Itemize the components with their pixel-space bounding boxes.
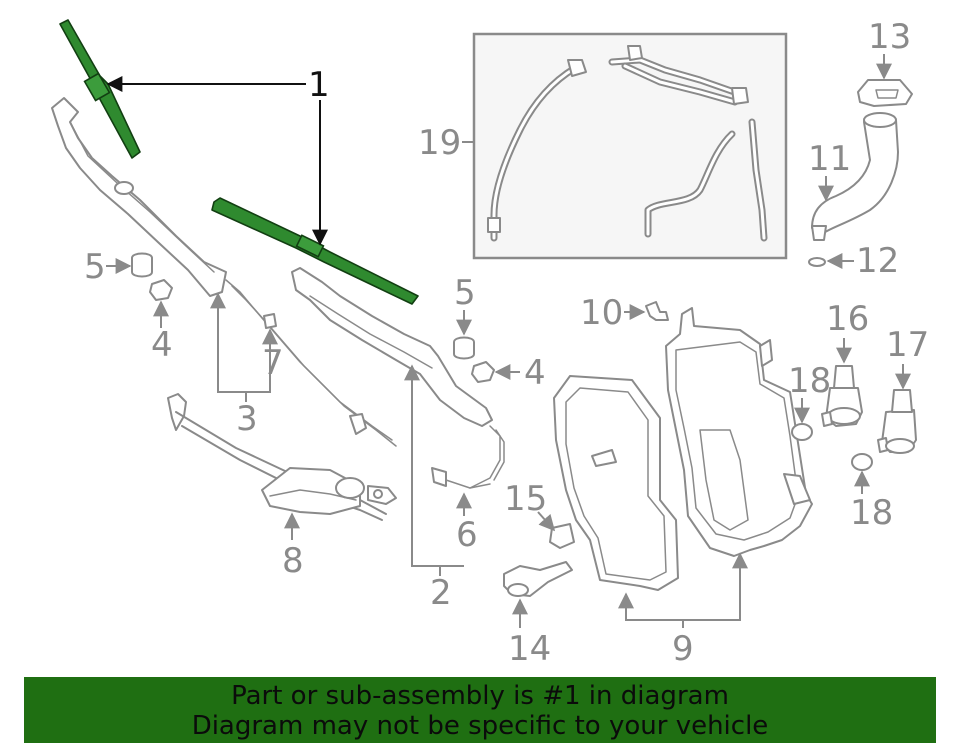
callout-18-bottom: 18 <box>850 493 893 533</box>
wiper-linkage-motor <box>167 393 397 521</box>
wiper-blade-left-adapter <box>83 72 111 102</box>
small-fittings <box>503 301 669 597</box>
wiper-arm-right <box>291 267 505 489</box>
callout-12: 12 <box>856 241 899 281</box>
callout-labels: 1 19 13 11 12 5 4 7 3 5 4 6 2 8 10 16 17… <box>84 17 929 669</box>
callout-17: 17 <box>886 325 929 365</box>
pivot-caps-nuts <box>131 252 495 383</box>
washer-nozzle-right <box>431 467 447 487</box>
hose-connector-top <box>567 59 587 77</box>
pivot-cap-right <box>453 336 475 360</box>
callout-4-right: 4 <box>524 353 546 393</box>
callout-4-left: 4 <box>151 325 173 365</box>
reservoir-back-half <box>665 307 813 557</box>
level-sensor-15 <box>549 523 575 549</box>
washer-reservoir <box>553 307 813 591</box>
callout-leaders <box>106 54 911 628</box>
callout-10: 10 <box>580 293 623 333</box>
filler-cap <box>857 79 913 107</box>
banner-line-2: Diagram may not be specific to your vehi… <box>191 711 769 741</box>
wiper-blade-highlight <box>59 19 419 305</box>
pivot-nut-right <box>471 361 495 383</box>
callout-2: 2 <box>430 573 452 613</box>
callout-1: 1 <box>308 65 330 105</box>
grommet-bottom <box>851 453 873 471</box>
callout-5-left: 5 <box>84 247 106 287</box>
callout-6: 6 <box>456 515 478 555</box>
bolt-10 <box>645 301 669 321</box>
callout-16: 16 <box>826 299 869 339</box>
callout-9: 9 <box>672 629 694 669</box>
callout-18-top: 18 <box>788 361 831 401</box>
banner-line-1: Part or sub-assembly is #1 in diagram <box>231 681 729 711</box>
callout-8: 8 <box>282 541 304 581</box>
washer-jet-left <box>349 413 367 435</box>
pivot-cap-left <box>131 252 153 278</box>
pivot-nut-left <box>149 279 173 301</box>
grommet-top <box>791 423 813 441</box>
washer-pumps <box>791 365 917 471</box>
callout-7: 7 <box>262 343 284 383</box>
hose-end-joint <box>731 87 749 105</box>
callout-3: 3 <box>236 399 258 439</box>
reservoir-front-half <box>553 375 679 591</box>
callout-5-right: 5 <box>454 273 476 313</box>
filler-seal <box>808 257 826 267</box>
info-banner: Part or sub-assembly is #1 in diagram Di… <box>24 677 936 743</box>
callout-15: 15 <box>504 479 547 519</box>
callout-11: 11 <box>808 139 851 179</box>
hose-tee-joint <box>627 45 643 61</box>
filler-neck-assembly <box>808 79 913 267</box>
callout-13: 13 <box>868 17 911 57</box>
wiper-arm-left <box>51 97 397 447</box>
hose-connector-bottom <box>487 217 501 233</box>
callout-19: 19 <box>418 123 461 163</box>
hose-inset-group <box>472 32 788 260</box>
callout-14: 14 <box>508 629 551 669</box>
